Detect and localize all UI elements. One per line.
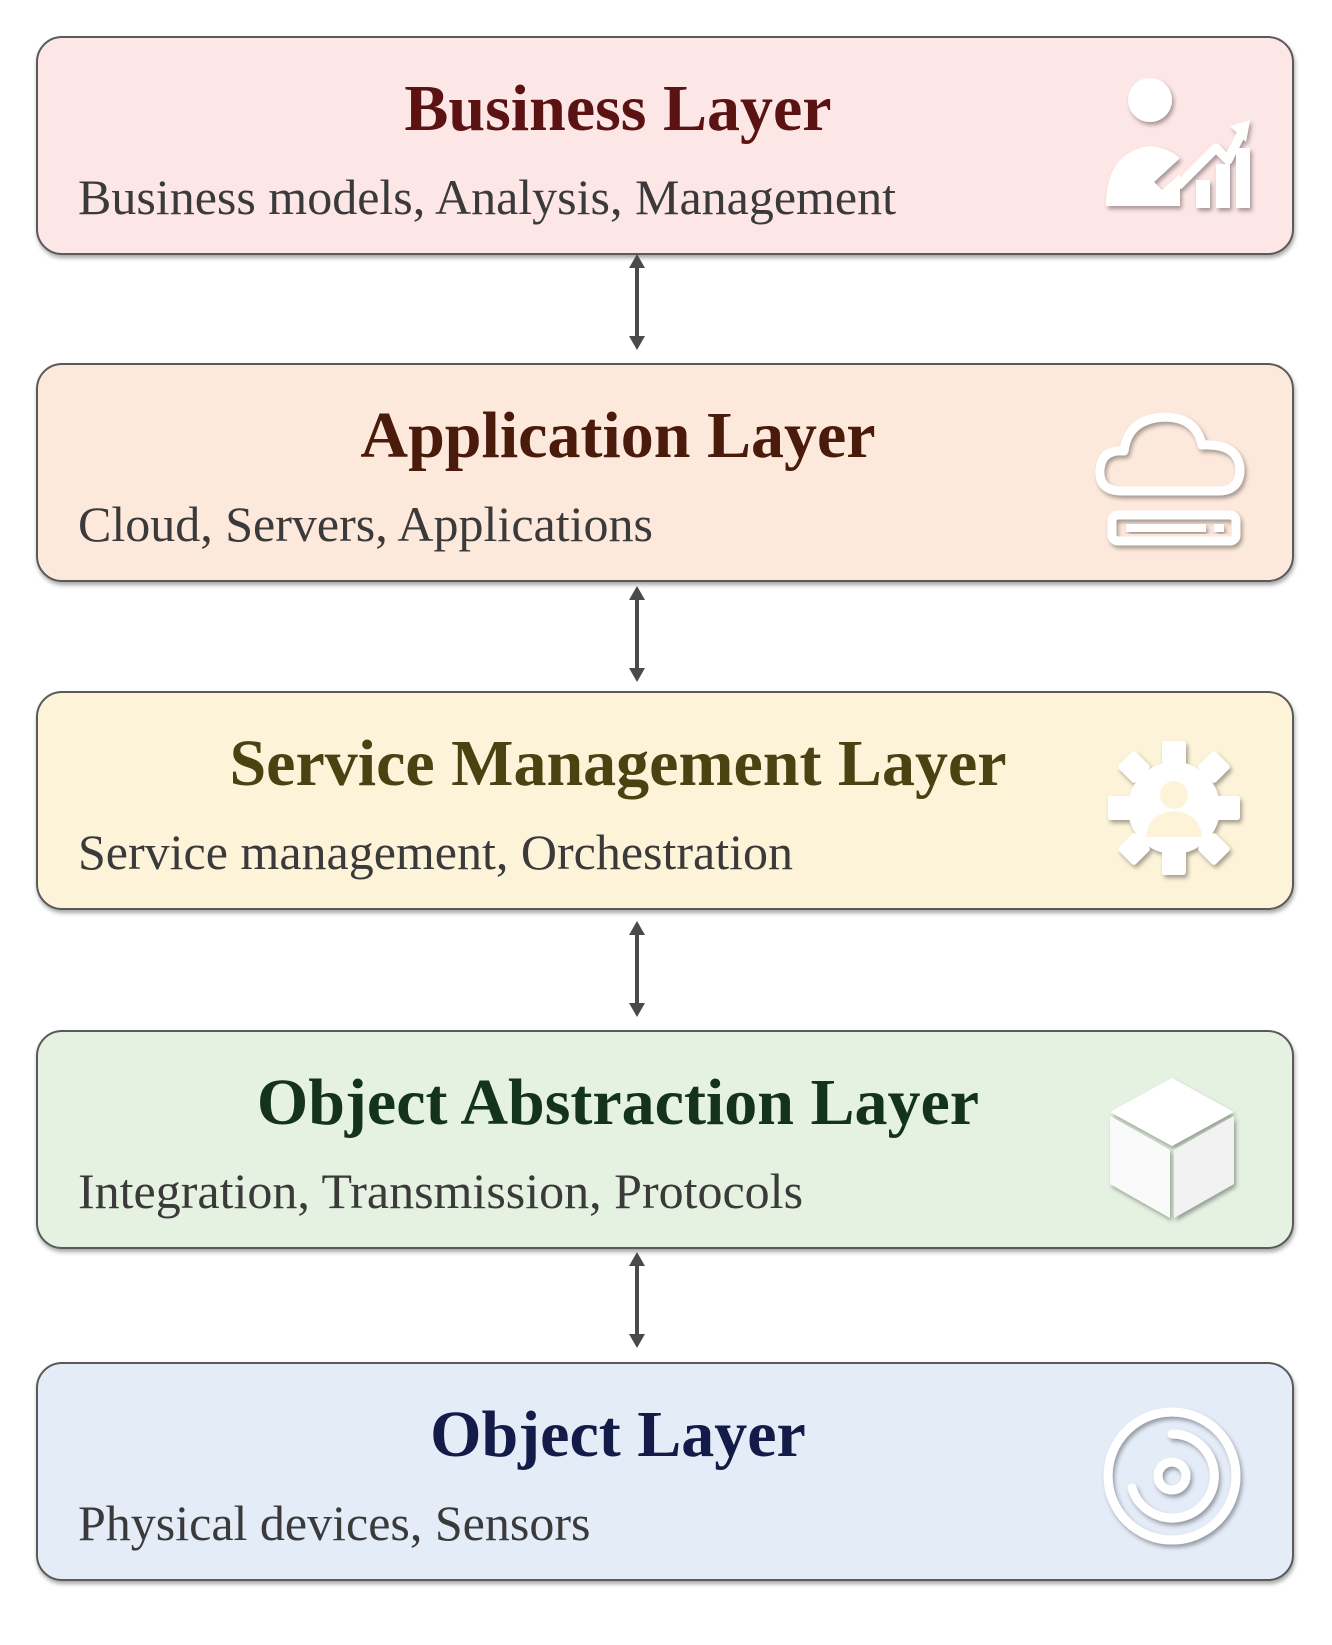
business-analyst-icon	[1092, 78, 1252, 228]
cloud-server-icon	[1092, 405, 1252, 555]
business-layer-title: Business Layer	[404, 72, 832, 145]
business-layer-box: Business Layer Business models, Analysis…	[36, 36, 1294, 255]
application-layer-box: Application Layer Cloud, Servers, Applic…	[36, 363, 1294, 582]
object-layer-box: Object Layer Physical devices, Sensors	[36, 1362, 1294, 1581]
connector-arrow-4	[626, 1252, 648, 1348]
object-layer-title: Object Layer	[430, 1398, 806, 1471]
object-abstraction-layer-box: Object Abstraction Layer Integration, Tr…	[36, 1030, 1294, 1249]
application-layer-title: Application Layer	[360, 399, 876, 472]
connector-arrow-1	[626, 254, 648, 350]
gear-user-icon	[1092, 733, 1252, 883]
service-management-layer-box: Service Management Layer Service managem…	[36, 691, 1294, 910]
application-layer-description: Cloud, Servers, Applications	[78, 496, 653, 552]
object-layer-description: Physical devices, Sensors	[78, 1495, 591, 1551]
service-management-layer-title: Service Management Layer	[229, 727, 1007, 800]
connector-arrow-2	[626, 586, 648, 682]
object-abstraction-layer-title: Object Abstraction Layer	[256, 1066, 980, 1139]
cube-icon	[1092, 1072, 1252, 1222]
sensor-icon	[1092, 1404, 1252, 1554]
business-layer-description: Business models, Analysis, Management	[78, 169, 896, 225]
connector-arrow-3	[626, 921, 648, 1017]
service-management-layer-description: Service management, Orchestration	[78, 824, 793, 880]
object-abstraction-layer-description: Integration, Transmission, Protocols	[78, 1163, 804, 1219]
